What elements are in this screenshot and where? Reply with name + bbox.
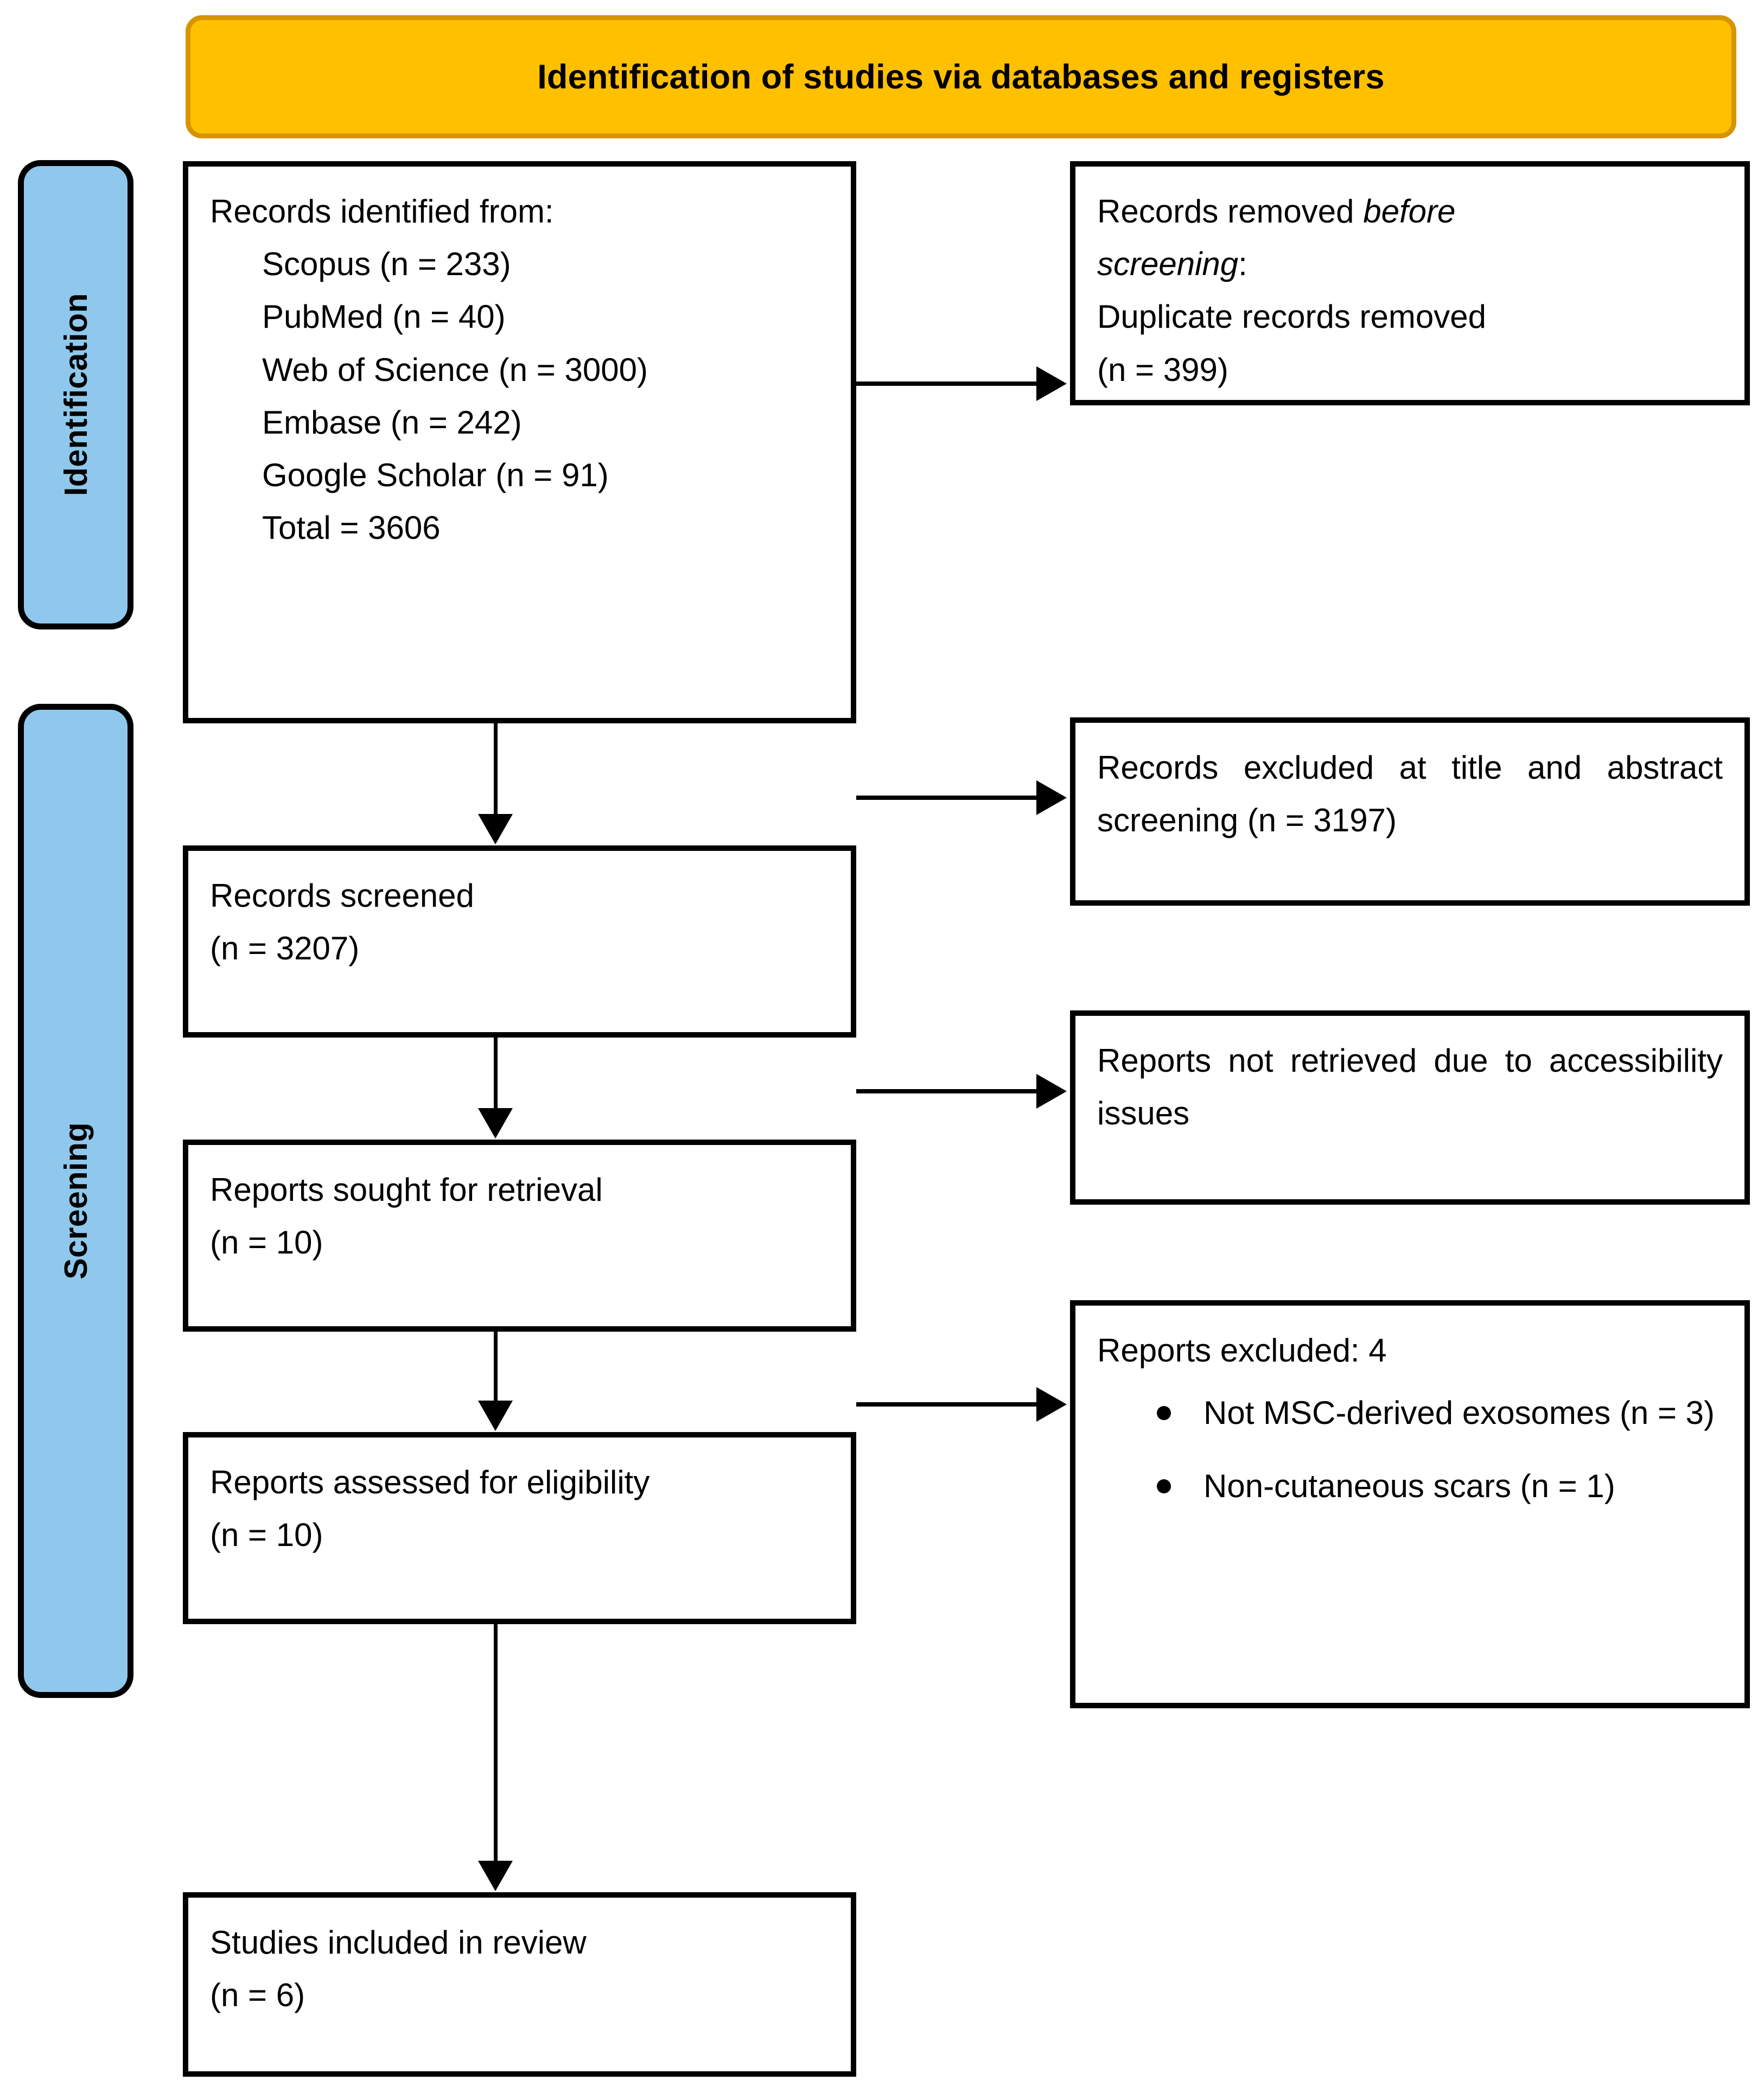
records-screened-title: Records screened (210, 877, 474, 914)
source-embase: Embase (n = 242) (262, 404, 522, 441)
reports-excluded-reason-list: Not MSC-derived exosomes (n = 3) Non-cut… (1097, 1386, 1723, 1512)
arrow-screened-to-sought (478, 1108, 513, 1138)
connector-screened-to-excluded (856, 796, 1036, 800)
box-reports-excluded: Reports excluded: 4 Not MSC-derived exos… (1070, 1300, 1750, 1708)
reports-assessed-title: Reports assessed for eligibility (210, 1464, 650, 1500)
source-web-of-science: Web of Science (n = 3000) (262, 351, 648, 388)
reports-excluded-title: Reports excluded: 4 (1097, 1332, 1387, 1369)
stage-label-identification: Identification (18, 160, 133, 629)
connector-screened-to-sought (494, 1038, 498, 1109)
studies-included-count: (n = 6) (210, 1977, 305, 2014)
stage-label-screening: Screening (18, 704, 133, 1698)
connector-identified-to-screened (494, 723, 498, 816)
records-excluded-text: Records excluded at title and abstract s… (1097, 749, 1723, 839)
diagram-title: Identification of studies via databases … (537, 58, 1385, 96)
box-reports-sought: Reports sought for retrieval (n = 10) (183, 1140, 856, 1332)
studies-included-title: Studies included in review (210, 1924, 587, 1961)
sources-total: Total = 3606 (262, 510, 441, 546)
duplicate-records-removed: Duplicate records removed (1097, 298, 1486, 335)
box-studies-included: Studies included in review (n = 6) (183, 1892, 856, 2077)
arrow-sought-to-assessed (478, 1401, 513, 1431)
records-removed-line1: Records removed before (1097, 185, 1723, 238)
reports-sought-title: Reports sought for retrieval (210, 1172, 603, 1208)
records-removed-prefix: Records removed (1097, 193, 1364, 230)
reason-not-msc-head: Not MSC-derived (1203, 1395, 1454, 1432)
records-removed-italic-screening: screening (1097, 246, 1239, 283)
source-scopus: Scopus (n = 233) (262, 246, 511, 283)
reports-not-retrieved-text: Reports not retrieved due to accessibili… (1097, 1042, 1723, 1132)
records-removed-line2: screening: (1097, 238, 1723, 290)
bullet-dot-icon (1157, 1479, 1171, 1494)
box-records-excluded-title-abstract: Records excluded at title and abstract s… (1070, 717, 1750, 906)
connector-assessed-to-included (494, 1624, 498, 1862)
connector-assessed-to-reports-excluded (856, 1402, 1036, 1407)
connector-sought-to-assessed (494, 1332, 498, 1402)
diagram-header-banner: Identification of studies via databases … (186, 15, 1736, 138)
duplicate-records-count: (n = 399) (1097, 351, 1228, 388)
records-removed-colon: : (1238, 246, 1247, 283)
list-item: Not MSC-derived exosomes (n = 3) (1097, 1386, 1723, 1439)
records-removed-italic-before: before (1363, 193, 1456, 230)
box-records-identified: Records identified from: Scopus (n = 233… (183, 161, 856, 723)
arrow-assessed-to-included (478, 1861, 513, 1891)
list-item: Non-cutaneous scars (n = 1) (1097, 1460, 1723, 1512)
connector-sought-to-not-retrieved (856, 1089, 1036, 1093)
connector-identified-to-removed (856, 381, 1036, 386)
arrow-identified-to-removed (1036, 366, 1067, 401)
box-records-screened: Records screened (n = 3207) (183, 845, 856, 1038)
reason-non-cutaneous-tail: (n = 1) (1520, 1468, 1615, 1505)
records-identified-title: Records identified from: (210, 193, 554, 230)
box-reports-assessed: Reports assessed for eligibility (n = 10… (183, 1432, 856, 1624)
bullet-dot-icon (1157, 1406, 1171, 1421)
reason-non-cutaneous-head: Non-cutaneous scars (1203, 1468, 1511, 1505)
arrow-sought-to-not-retrieved (1036, 1074, 1067, 1109)
source-pubmed: PubMed (n = 40) (262, 298, 506, 335)
arrow-screened-to-excluded (1036, 780, 1067, 815)
arrow-assessed-to-reports-excluded (1036, 1387, 1067, 1422)
records-screened-count: (n = 3207) (210, 930, 360, 967)
box-records-removed: Records removed before screening: Duplic… (1070, 161, 1750, 405)
reports-assessed-count: (n = 10) (210, 1517, 323, 1554)
box-reports-not-retrieved: Reports not retrieved due to accessibili… (1070, 1010, 1750, 1205)
source-google-scholar: Google Scholar (n = 91) (262, 456, 609, 493)
stage-label-screening-text: Screening (58, 1122, 94, 1280)
reports-sought-count: (n = 10) (210, 1224, 323, 1261)
arrow-identified-to-screened (478, 814, 513, 844)
stage-label-identification-text: Identification (58, 293, 94, 497)
reason-not-msc-tail: exosomes (n = 3) (1462, 1395, 1715, 1432)
